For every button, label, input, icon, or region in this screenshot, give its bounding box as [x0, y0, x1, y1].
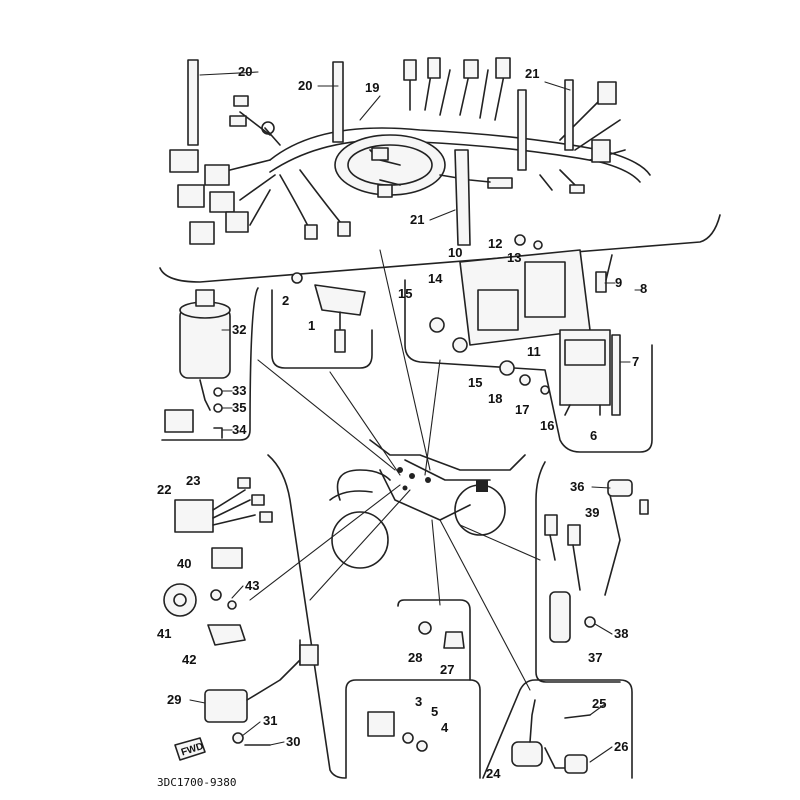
- coupler-block-3: [177, 184, 205, 208]
- callout-37: 37: [588, 650, 602, 665]
- coupler-block-4: [209, 191, 235, 213]
- battery-location-mark: [476, 480, 488, 492]
- left-switch-parts: FWD: [163, 477, 319, 761]
- cable-tie-21a: [454, 149, 471, 246]
- sender-parts: [418, 621, 465, 649]
- sender-group-boundary: [397, 599, 471, 681]
- callout-21-upper: 21: [525, 66, 539, 81]
- wire-harness: [169, 57, 651, 246]
- callout-9: 9: [615, 275, 622, 290]
- main-switch-coupler: [164, 409, 194, 433]
- cable-tie-20b: [332, 61, 344, 143]
- callout-12: 12: [488, 236, 502, 251]
- callout-30: 30: [286, 734, 300, 749]
- regulator-group-boundary: [404, 279, 653, 453]
- callout-29: 29: [167, 692, 181, 707]
- callout-22: 22: [157, 482, 171, 497]
- main-switch-assembly: [164, 289, 231, 439]
- callout-40: 40: [177, 556, 191, 571]
- callout-11: 11: [527, 344, 541, 359]
- relay-switch: [211, 547, 243, 569]
- callout-27: 27: [440, 662, 454, 677]
- right-switch-group-boundary: [535, 461, 621, 683]
- motorcycle-location-sketch: [329, 439, 526, 569]
- coupler-block-1: [169, 149, 199, 173]
- turn-relay: [204, 689, 248, 723]
- callout-21-lower: 21: [410, 212, 424, 227]
- callout-20-left: 20: [238, 64, 252, 79]
- callout-35: 35: [232, 400, 246, 415]
- callout-25: 25: [592, 696, 606, 711]
- callout-32: 32: [232, 322, 246, 337]
- coupler-block-5: [189, 221, 215, 245]
- coupler-block-6: [225, 211, 249, 233]
- relay-group-boundary: [345, 679, 481, 779]
- callout-10: 10: [448, 245, 462, 260]
- callout-15-lower: 15: [468, 375, 482, 390]
- callout-13: 13: [507, 250, 521, 265]
- callout-8: 8: [640, 281, 647, 296]
- callout-26: 26: [614, 739, 628, 754]
- starter-relay-parts: [367, 711, 428, 752]
- callout-15-upper: 15: [398, 286, 412, 301]
- rectifier-unit: [559, 329, 611, 406]
- callout-16: 16: [540, 418, 554, 433]
- callout-34: 34: [232, 422, 247, 437]
- leader-lines: [249, 249, 541, 691]
- cdi-bracket-assembly: [429, 234, 621, 416]
- callout-1: 1: [308, 318, 315, 333]
- callout-4: 4: [441, 720, 449, 735]
- callout-42: 42: [182, 652, 196, 667]
- pickup-assembly: [291, 272, 366, 353]
- callout-18: 18: [488, 391, 502, 406]
- harness-group-boundary: [159, 214, 721, 283]
- neutral-group-boundary: [482, 679, 633, 779]
- callout-5: 5: [431, 704, 438, 719]
- callout-14: 14: [428, 271, 443, 286]
- cable-tie-20a: [187, 59, 199, 146]
- callout-41: 41: [157, 626, 171, 641]
- starter-relay: [367, 711, 395, 737]
- cdi-group-boundary: [271, 289, 373, 369]
- neutral-switch-parts: [511, 699, 591, 774]
- coupler-block-2: [204, 164, 230, 186]
- callout-33: 33: [232, 383, 246, 398]
- neutral-switch: [511, 741, 543, 767]
- callout-19: 19: [365, 80, 379, 95]
- ignition-group-boundary: [161, 287, 259, 441]
- callout-6: 6: [590, 428, 597, 443]
- right-switch-parts: [544, 479, 649, 643]
- callout-20-right: 20: [298, 78, 312, 93]
- callout-43: 43: [245, 578, 259, 593]
- drawing-code: 3DC1700-9380: [157, 776, 236, 789]
- callout-36: 36: [570, 479, 584, 494]
- callout-24: 24: [486, 766, 501, 781]
- callout-leaders: [189, 71, 641, 763]
- group-boundaries: [159, 214, 721, 779]
- callout-7: 7: [632, 354, 639, 369]
- callout-labels: 1 2 3 4 5 6 7 8 9 10 11 12 13 14 15 15 1…: [157, 64, 647, 781]
- callout-38: 38: [614, 626, 628, 641]
- fwd-arrow-icon: [174, 737, 206, 761]
- horn: [163, 583, 197, 617]
- callout-39: 39: [585, 505, 599, 520]
- left-switch-group-boundary: [267, 454, 346, 779]
- brake-switch: [549, 591, 571, 643]
- flasher-relay: [174, 499, 214, 533]
- callout-2: 2: [282, 293, 289, 308]
- callout-3: 3: [415, 694, 422, 709]
- callout-23: 23: [186, 473, 200, 488]
- callout-31: 31: [263, 713, 277, 728]
- callout-28: 28: [408, 650, 422, 665]
- cable-tie-21b: [517, 89, 527, 171]
- callout-17: 17: [515, 402, 529, 417]
- pickup-plate: [314, 284, 366, 316]
